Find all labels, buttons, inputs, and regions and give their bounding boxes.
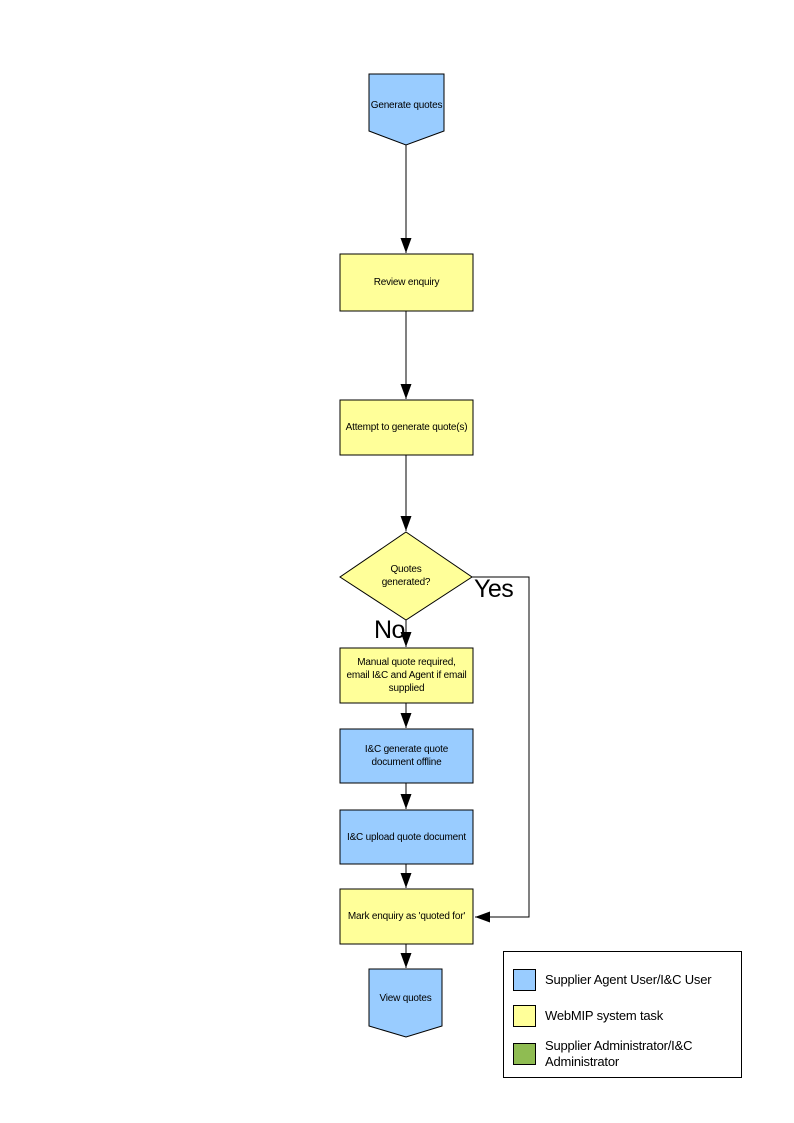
node-shape-ic-generate-quote-offline (339, 728, 474, 784)
legend-label-supplier-administrator: Supplier Administrator/I&C Administrator (545, 1038, 693, 1069)
node-shape-view-quotes (368, 968, 443, 1038)
legend-swatch-webmip-system-task (513, 1005, 536, 1027)
node-shape-attempt-generate-quotes (339, 399, 474, 456)
node-shape-review-enquiry (339, 253, 474, 312)
node-label-attempt-generate-quotes: Attempt to generate quote(s) (345, 422, 468, 433)
branch-label-no: No (374, 616, 405, 644)
legend-box: Supplier Agent User/I&C User WebMIP syst… (503, 951, 742, 1078)
legend-swatch-supplier-administrator (513, 1043, 536, 1065)
node-label-ic-generate-quote-offline: I&C generate quote document offline (364, 744, 449, 768)
node-shape-manual-quote-required (339, 647, 474, 704)
node-label-generate-quotes: Generate quotes (370, 99, 443, 111)
node-label-quotes-generated-decision: Quotes generated? (381, 564, 431, 588)
legend-item-supplier-agent-user: Supplier Agent User/I&C User (513, 967, 735, 993)
node-label-ic-upload-quote: I&C upload quote document (347, 831, 466, 843)
legend-swatch-supplier-agent-user (513, 969, 536, 991)
node-shape-mark-enquiry-quoted (339, 888, 474, 945)
connector-decision-yes-branch (472, 576, 530, 923)
node-label-manual-quote-required: Manual quote required, email I&C and Age… (346, 657, 467, 694)
legend-label-webmip-system-task: WebMIP system task (545, 1008, 664, 1023)
node-shape-generate-quotes (368, 73, 445, 146)
node-label-mark-enquiry-quoted: Mark enquiry as 'quoted for' (347, 911, 466, 922)
legend-label-supplier-agent-user: Supplier Agent User/I&C User (545, 972, 712, 987)
branch-label-yes: Yes (474, 575, 514, 603)
node-shape-ic-upload-quote (339, 809, 474, 865)
node-label-review-enquiry: Review enquiry (373, 277, 440, 288)
legend-item-supplier-administrator: Supplier Administrator/I&C Administrator (513, 1036, 735, 1072)
node-shape-quotes-generated-decision (339, 531, 473, 621)
legend-item-webmip-system-task: WebMIP system task (513, 1003, 735, 1029)
node-label-view-quotes: View quotes (379, 992, 432, 1004)
